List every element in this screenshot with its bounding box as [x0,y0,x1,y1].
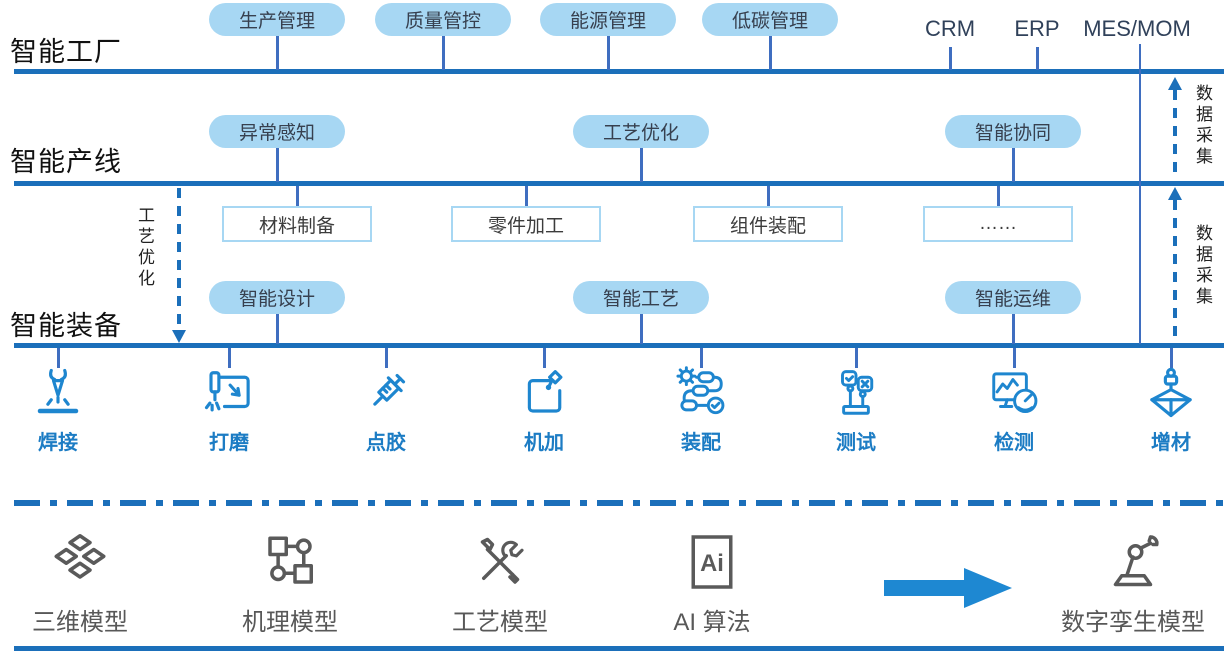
pill-quality-control: 质量管控 [375,3,511,36]
factory-layer-line [14,69,1224,74]
system-crm: CRM [924,16,976,41]
model-item: 工艺模型 [420,532,580,637]
connector [769,36,772,70]
data-collection-arrow-up-icon [1168,77,1182,180]
model-label: AI 算法 [673,609,751,636]
equipment-item: 增材 [1116,366,1224,455]
model-label: 机理模型 [242,609,338,636]
assembly-icon [676,366,725,415]
ai-icon-text: Ai [700,550,724,577]
model-label: 三维模型 [32,609,128,636]
model-item: 三维模型 [0,532,160,637]
equipment-item: 装配 [646,366,756,455]
connector [276,36,279,70]
connector [543,348,546,368]
additive-icon [1150,367,1192,418]
box-component-assembly: 组件装配 [693,206,843,242]
layer-label-factory: 智能工厂 [10,37,122,67]
transform-arrow-icon [884,568,1012,608]
connector [997,186,1000,207]
equipment-label: 点胶 [366,432,406,454]
cube-3d-icon [54,534,106,579]
connector [276,314,279,344]
connector [1013,348,1016,368]
box-material-preparation: 材料制备 [222,206,372,242]
connector [1012,148,1015,182]
connector [949,47,952,70]
welding-icon [37,368,79,414]
equipment-item: 点胶 [331,366,441,455]
connector [767,186,770,207]
connector [296,186,299,207]
equipment-item: 打磨 [174,366,284,455]
testing-icon [841,370,874,415]
connector [640,148,643,182]
ai-icon: Ai [691,535,733,589]
grinding-icon [204,371,250,412]
model-section-divider [14,500,1224,506]
data-collection-arrow-up-icon [1168,187,1182,342]
equipment-item: 检测 [959,366,1069,455]
connector [1170,348,1173,368]
robot-arm-icon [1113,535,1159,587]
equipment-label: 焊接 [38,432,78,454]
dispensing-icon [373,373,406,406]
equipment-item: 机加 [489,366,599,455]
pill-intelligent-collaboration: 智能协同 [945,115,1081,148]
process-optimization-arrow-down-icon [172,188,186,343]
connector [385,348,388,368]
connector [1036,47,1039,70]
equipment-layer-line [14,343,1224,348]
connector [228,348,231,368]
system-erp: ERP [1014,16,1060,41]
connector [57,348,60,368]
pill-low-carbon-management: 低碳管理 [702,3,838,36]
pill-intelligent-design: 智能设计 [209,281,345,314]
process-optimization-side-label: 工艺优化 [135,206,154,290]
connector [276,148,279,182]
layer-label-equipment: 智能装备 [10,311,122,341]
pill-anomaly-sensing: 异常感知 [209,115,345,148]
bottom-line [14,646,1224,651]
equipment-item: 测试 [801,366,911,455]
connector [640,314,643,344]
model-label: 工艺模型 [452,609,548,636]
connector [525,186,528,207]
box-ellipsis: …… [923,206,1073,242]
layer-label-production-line: 智能产线 [10,147,122,177]
mes-vertical-line [1139,44,1141,344]
equipment-label: 打磨 [209,432,249,454]
machining-icon [527,370,563,413]
connector [700,348,703,368]
production-line-layer-line [14,181,1224,186]
connector [1012,314,1015,344]
inspection-icon [992,372,1038,414]
equipment-item: 焊接 [3,366,113,455]
model-item: 数字孪生模型 [1033,532,1224,637]
tools-icon [480,537,524,584]
connector [442,36,445,70]
model-item: Ai AI 算法 [632,532,792,637]
equipment-label: 增材 [1151,432,1191,454]
pill-intelligent-process: 智能工艺 [573,281,709,314]
pill-production-management: 生产管理 [209,3,345,36]
box-part-machining: 零件加工 [451,206,601,242]
pill-process-optimization: 工艺优化 [573,115,709,148]
mechanism-icon [268,536,313,584]
model-label: 数字孪生模型 [1061,609,1205,636]
pill-intelligent-maintenance: 智能运维 [945,281,1081,314]
system-mes-mom: MES/MOM [1083,16,1191,41]
equipment-label: 检测 [994,432,1034,454]
equipment-label: 机加 [524,432,564,454]
data-collection-label-upper: 数据采集 [1193,84,1212,168]
data-collection-label-lower: 数据采集 [1193,224,1212,308]
equipment-label: 装配 [681,432,721,454]
pill-energy-management: 能源管理 [540,3,676,36]
connector [855,348,858,368]
connector [607,36,610,70]
model-item: 机理模型 [210,532,370,637]
equipment-label: 测试 [836,432,876,454]
